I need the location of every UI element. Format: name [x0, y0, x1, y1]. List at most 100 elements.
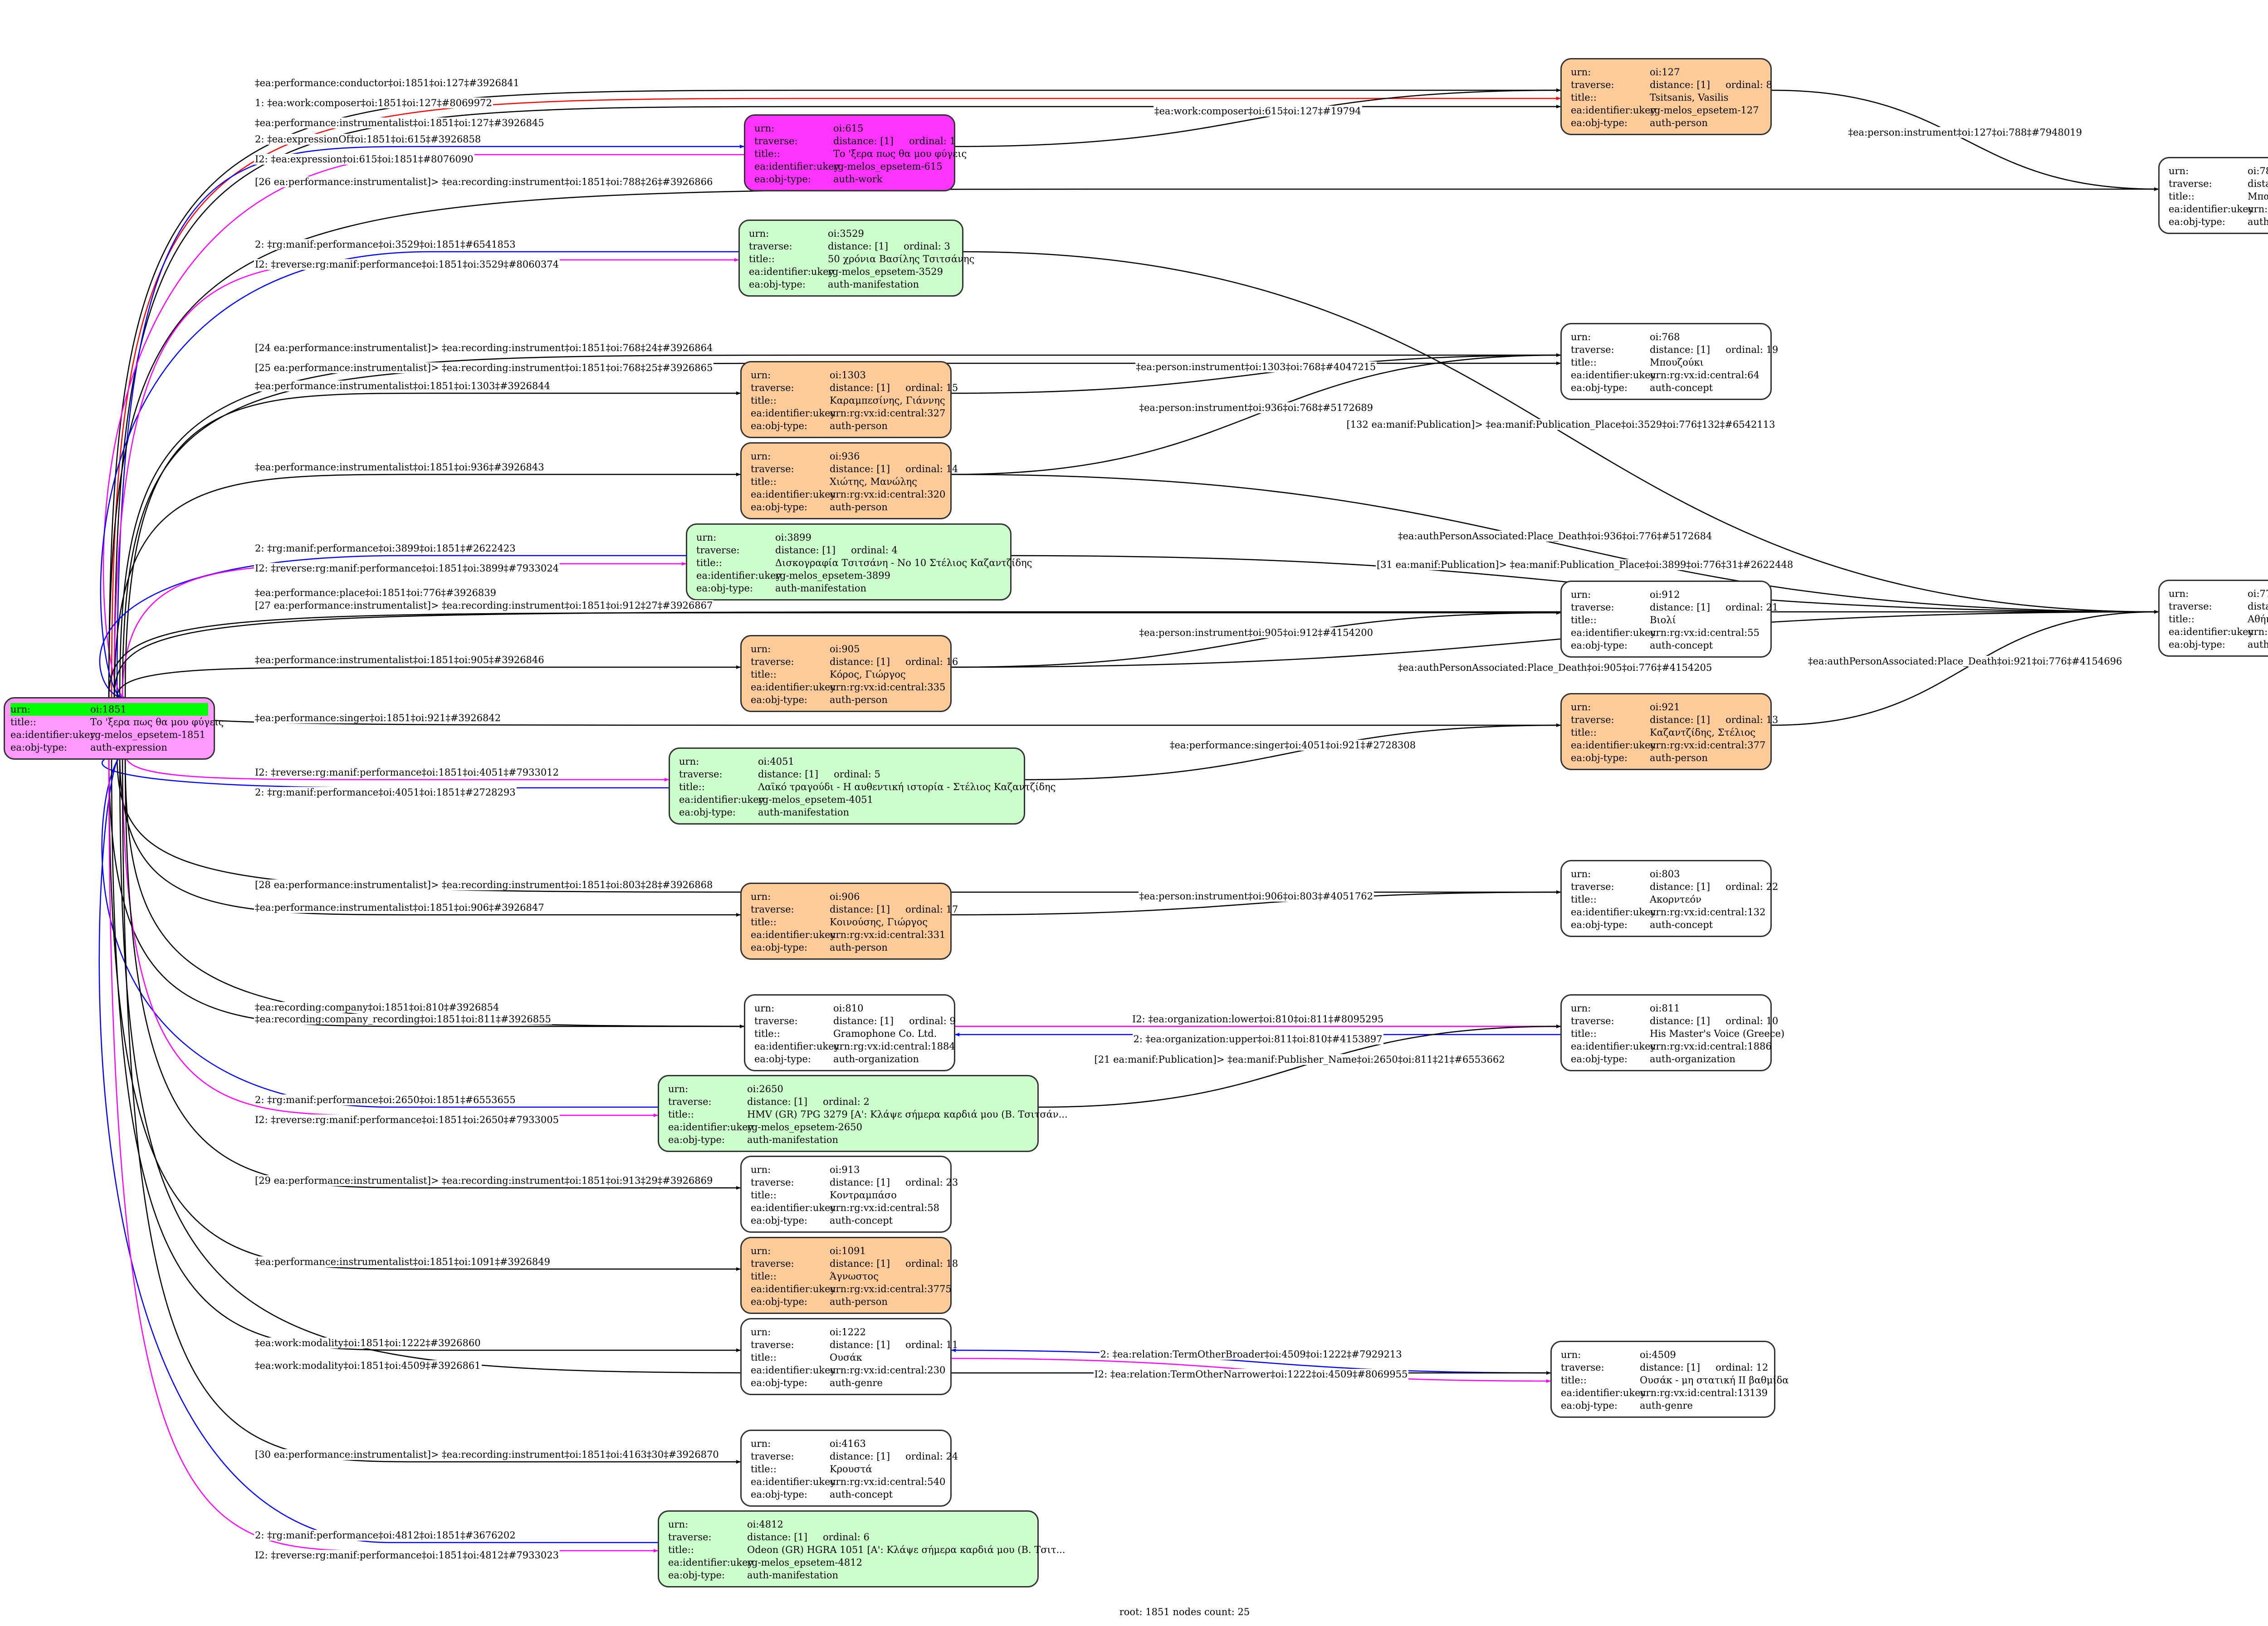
distance-value: distance: [1]	[830, 1258, 890, 1269]
node-row-title: title::Λαϊκό τραγούδι - Η αυθεντική ιστο…	[679, 781, 1056, 793]
type-value: auth-concept	[1650, 640, 1713, 651]
traverse-label: traverse:	[668, 1096, 712, 1107]
root-node[interactable]: urn: oi:1851 title:: Το 'ξερα πως θα μου…	[4, 697, 224, 760]
node-row-traverse: traverse:distance: [1]ordinal: 6	[668, 1531, 1028, 1543]
title-value: 50 χρόνια Βασίλης Τσιτσάνης	[828, 254, 975, 264]
title-value: Ουσάκ - μη στατική II βαθμίδα	[1640, 1375, 1789, 1386]
urn-label: urn:	[679, 756, 699, 767]
node-row-traverse: traverse:distance: [1]ordinal: 10	[1571, 1015, 1778, 1027]
title-value: Κόρος, Γιώργος	[830, 669, 906, 680]
edge-black	[955, 88, 1561, 147]
type-label: ea:obj-type:	[2169, 639, 2225, 650]
distance-value: distance: [1]	[833, 136, 894, 146]
distance-value: distance: [1]	[830, 464, 890, 474]
type-value: auth-manifestation	[758, 807, 850, 818]
urn-value: oi:811	[1650, 1003, 1680, 1014]
ukey-value: urn:rg:vx:id:central:58	[830, 1202, 939, 1213]
graph-node-oi-788[interactable]: urn:oi:788traverse:distance: [1]ordinal:…	[2158, 157, 2268, 234]
ukey-label: ea:identifier:ukey	[2169, 626, 2254, 637]
ukey-value: urn:rg:vx:id:central:320	[830, 489, 946, 500]
type-value: auth-person	[1650, 752, 1708, 763]
node-row-title: title::Δισκογραφία Τσιτσάνη - Νο 10 Στέλ…	[696, 557, 1032, 569]
ukey-label: ea:identifier:ukey	[1571, 105, 1656, 116]
ukey-label: ea:identifier:ukey	[751, 1365, 836, 1376]
title-value: Tsitsanis, Vasilis	[1650, 92, 1729, 103]
graph-node-oi-776[interactable]: urn:oi:776traverse:distance: [1]ordinal:…	[2158, 580, 2268, 657]
type-value: auth-work	[833, 174, 883, 185]
ukey-value: urn:rg:vx:id:central:216	[2248, 626, 2268, 637]
ukey-value: urn:rg:vx:id:central:1884	[833, 1041, 955, 1052]
traverse-label: traverse:	[751, 1177, 794, 1188]
node-row-urn: urn:oi:921	[1571, 701, 1761, 713]
type-value: auth-person	[830, 420, 888, 431]
node-row-urn: urn:oi:2650	[668, 1083, 1028, 1095]
ukey-value: urn:rg:vx:id:central:55	[1650, 627, 1760, 638]
title-value: Καζαντζίδης, Στέλιος	[1650, 727, 1756, 738]
node-row-traverse: traverse:distance: [1]ordinal: 13	[1571, 713, 1778, 726]
node-row-type: ea:obj-type:auth-concept	[1571, 381, 1761, 394]
traverse-label: traverse:	[751, 656, 794, 667]
edge-black	[124, 754, 741, 1190]
type-label: ea:obj-type:	[1571, 752, 1628, 763]
traverse-label: traverse:	[754, 136, 798, 146]
ordinal-value: ordinal: 22	[1725, 881, 1779, 892]
ukey-label: ea:identifier:ukey	[1571, 740, 1656, 751]
title-value: Λαϊκό τραγούδι - Η αυθεντική ιστορία - Σ…	[758, 781, 1056, 792]
node-row-traverse: traverse:distance: [1]ordinal: 20	[2169, 177, 2268, 190]
node-row-traverse: traverse:distance: [1]ordinal: 4	[696, 544, 1001, 557]
ukey-value: urn:rg:vx:id:central:327	[830, 408, 946, 419]
node-row-traverse: traverse:distance: [1]ordinal: 5	[679, 768, 1015, 781]
urn-value: oi:4509	[1640, 1349, 1676, 1360]
edge-blue	[101, 752, 669, 1108]
traverse-label: traverse:	[1571, 602, 1614, 613]
ukey-label: ea:identifier:ukey	[696, 570, 782, 581]
node-row-ukey: ea:identifier:ukey rg-melos_epsetem-1851	[10, 728, 208, 741]
distance-value: distance: [1]	[830, 904, 890, 915]
urn-label: urn:	[2169, 166, 2189, 176]
ordinal-value: ordinal: 12	[1716, 1362, 1769, 1373]
ukey-value: rg-melos_epsetem-3529	[828, 266, 943, 277]
node-row-type: ea:obj-type:auth-person	[751, 941, 941, 954]
type-value: auth-concept	[830, 1215, 893, 1226]
ordinal-value: ordinal: 10	[1725, 1016, 1779, 1026]
type-label: ea:obj-type:	[751, 1215, 807, 1226]
urn-value: oi:3529	[828, 228, 864, 239]
ordinal-value: ordinal: 13	[1725, 714, 1779, 725]
node-row-urn: urn:oi:3529	[749, 227, 953, 240]
edge-black	[124, 391, 741, 698]
node-row-title: title::Gramophone Co. Ltd.	[754, 1027, 945, 1040]
ukey-label: ea:identifier:ukey	[10, 729, 96, 740]
edge-black	[111, 754, 741, 1352]
edge-black	[108, 88, 1561, 698]
node-row-title: title::Το 'ξερα πως θα μου φύγεις	[754, 147, 967, 160]
urn-value: oi:4051	[758, 756, 794, 767]
title-label: title::	[751, 1271, 777, 1282]
urn-label: urn:	[1571, 869, 1591, 879]
